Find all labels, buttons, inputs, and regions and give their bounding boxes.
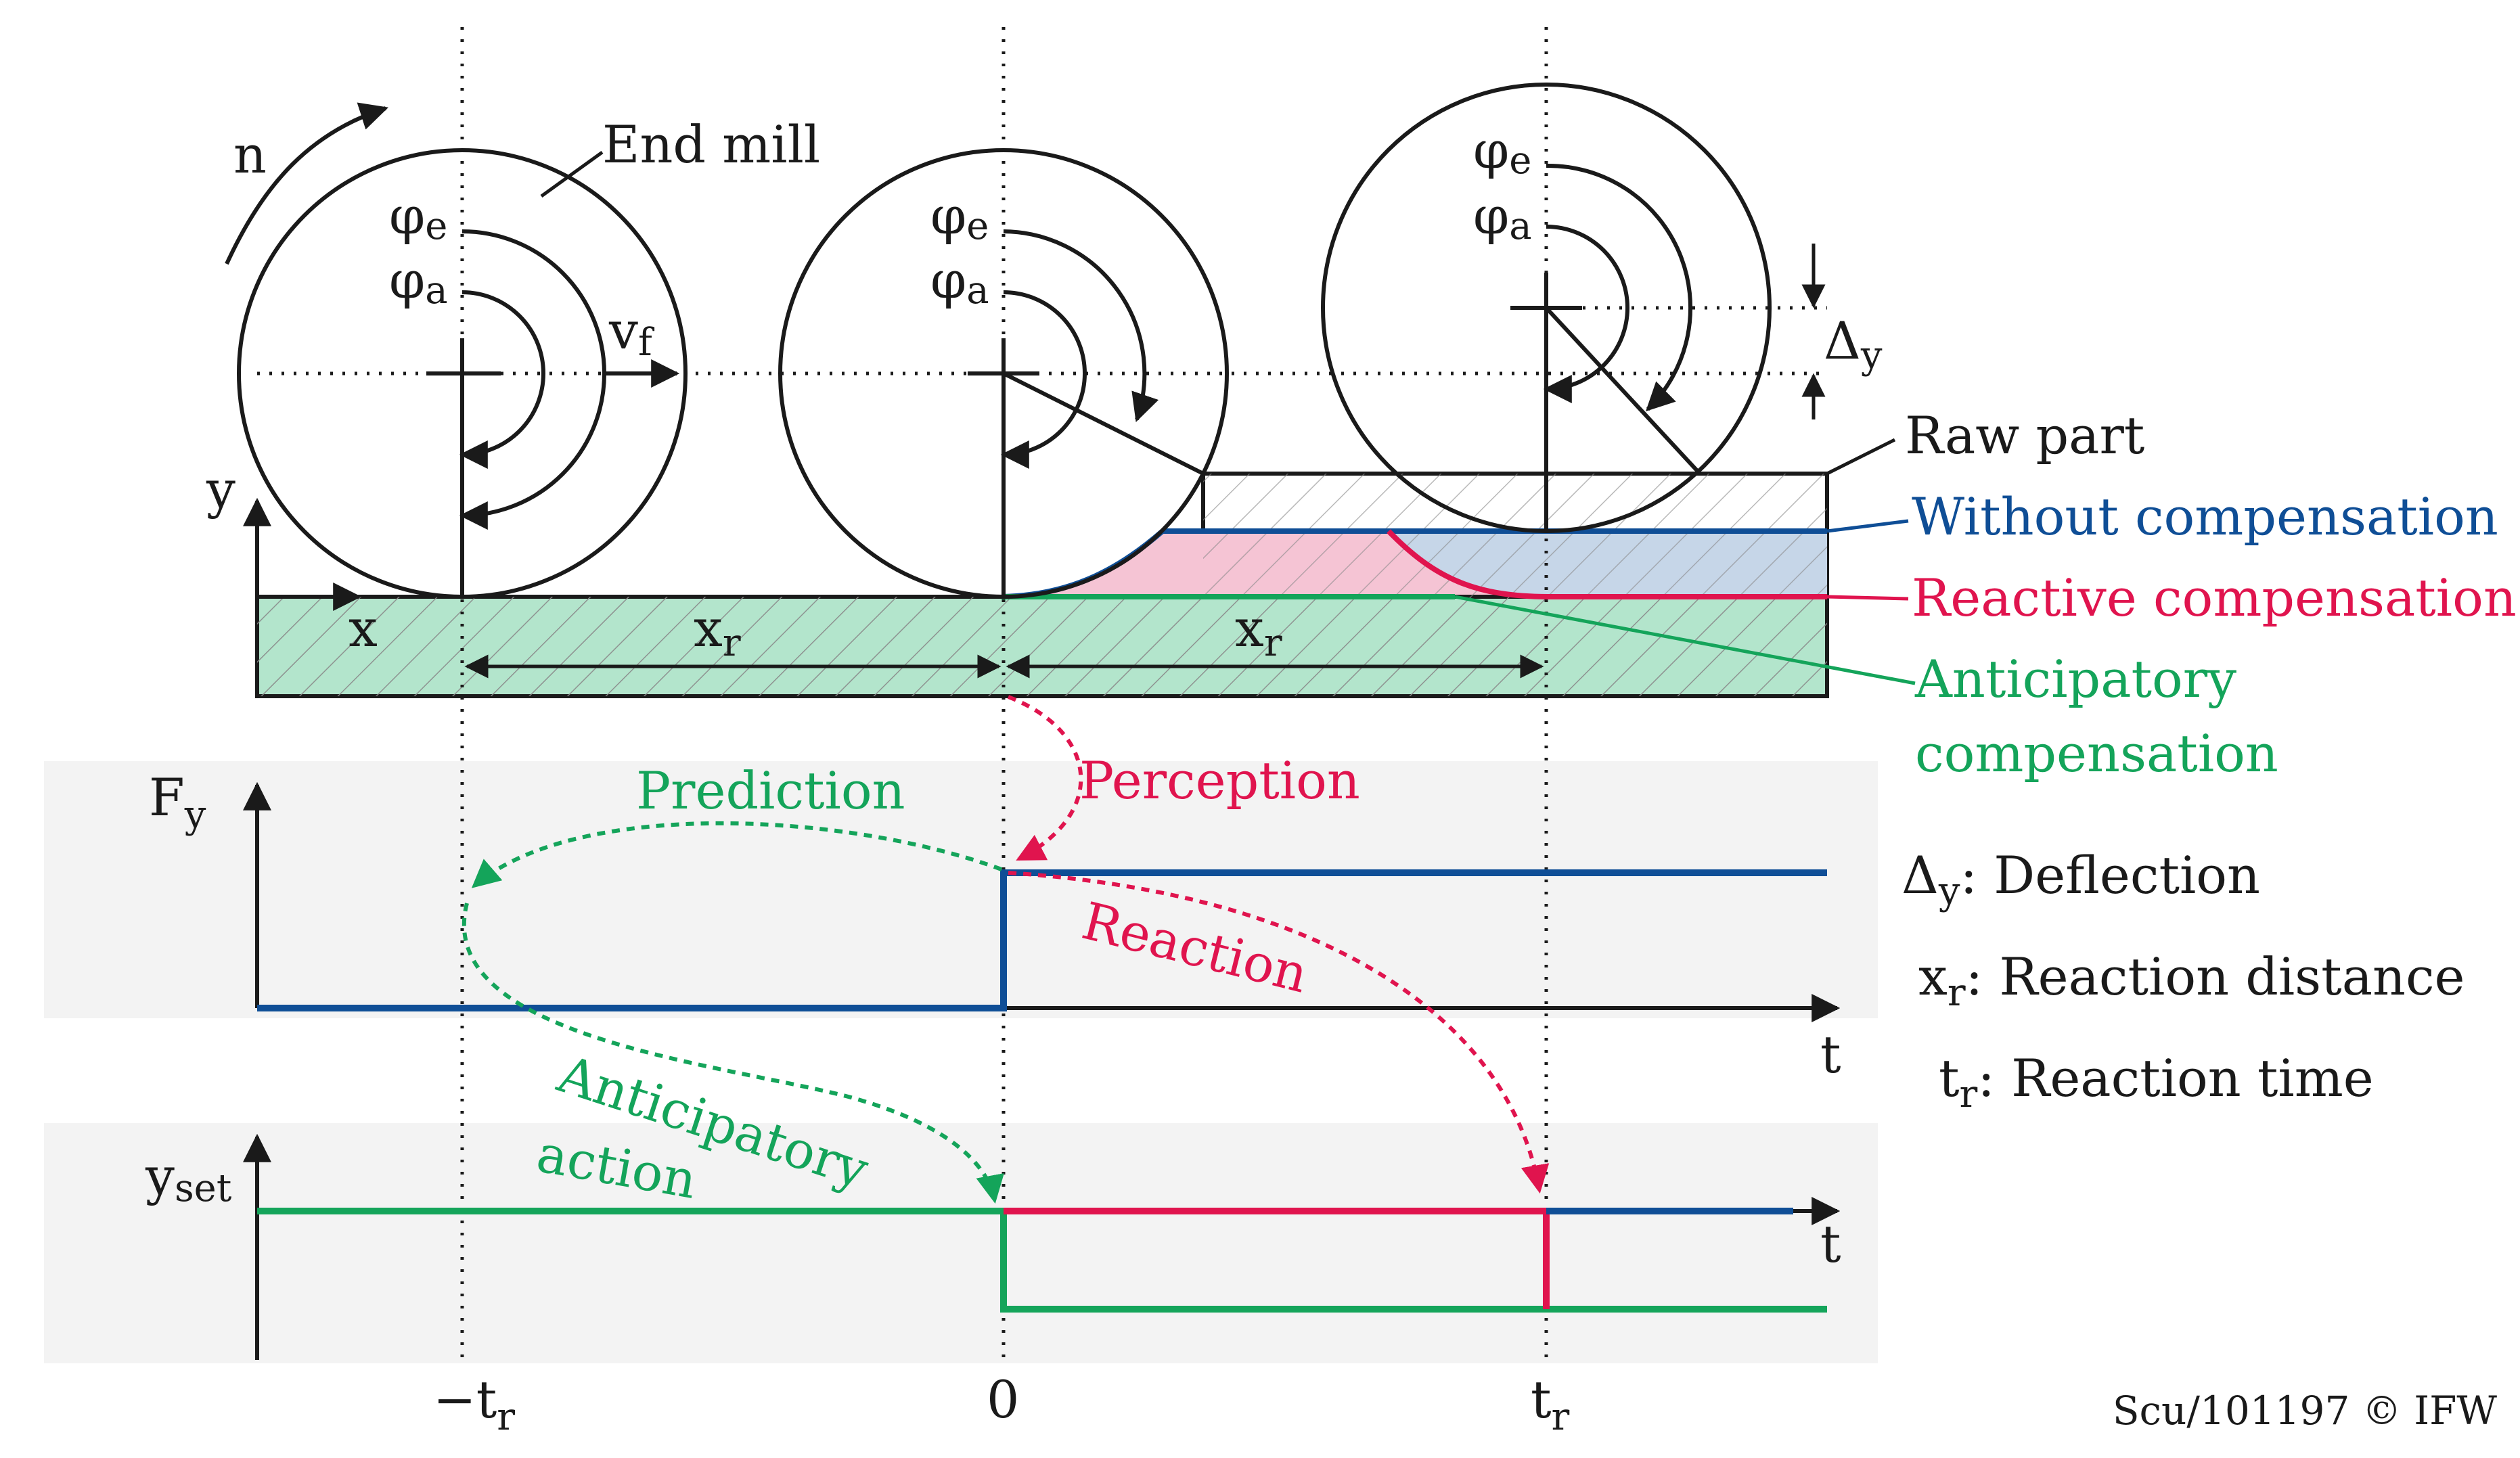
- tick-tr: tr: [1531, 1369, 1570, 1439]
- xr-label-2: xr: [1235, 598, 1282, 665]
- guide-lines: [460, 27, 1548, 1367]
- chart-yset: yset t: [145, 1133, 1841, 1360]
- raw-part-leader: [1826, 438, 1896, 476]
- prediction-label: Prediction: [636, 760, 905, 821]
- chart2-band: [44, 1123, 1878, 1363]
- end-mill-2: [778, 148, 1229, 599]
- phi-a-label-1: φa: [389, 250, 448, 313]
- chart1-band: [44, 761, 1878, 1018]
- fy-signal: [257, 869, 1827, 1011]
- end-mill-pointer: [540, 150, 604, 198]
- x-axis-label: x: [348, 598, 378, 658]
- phi-a-label-3: φa: [1473, 185, 1532, 248]
- end-mill-label: End mill: [602, 114, 820, 175]
- prediction-arrow: [471, 821, 1003, 888]
- anticipatory-compensation-label-1: Anticipatory: [1914, 649, 2236, 709]
- phi-e-label-2: φe: [930, 185, 989, 248]
- phi-e-label-1: φe: [389, 185, 447, 248]
- xr-label-1: xr: [694, 598, 741, 665]
- y-axis-label: y: [206, 459, 235, 520]
- tick-zero: 0: [987, 1369, 1019, 1430]
- reactive-leader: [1826, 595, 1909, 601]
- feed-label: vf: [608, 300, 655, 365]
- perception-label: Perception: [1079, 750, 1360, 811]
- copyright: Scu/101197 © IFW: [2113, 1388, 2498, 1434]
- reaction-arrow: [1008, 871, 1550, 1194]
- delta-y-label: Δy: [1824, 311, 1883, 378]
- phi-e-arc-2: [1003, 229, 1159, 422]
- finished-part-hatch: [257, 597, 1827, 696]
- definition-reaction-time: tr: Reaction time: [1939, 1048, 2374, 1116]
- fy-label: Fy: [149, 767, 206, 837]
- without-compensation-label: Without compensation: [1912, 486, 2498, 547]
- raw-part-hatch: [1203, 474, 1827, 597]
- phi-a-arc-3: [1543, 225, 1629, 403]
- phi-a-arc-2: [1000, 290, 1087, 469]
- phi-a-arc-1: [459, 290, 545, 469]
- perception-arrow: [1007, 695, 1083, 861]
- chart-fy: Fy t: [149, 767, 1841, 1085]
- t-label-2: t: [1820, 1214, 1841, 1274]
- phi-e-label-3: φe: [1473, 120, 1531, 183]
- definition-reaction-distance: xr: Reaction distance: [1918, 947, 2465, 1015]
- definition-deflection: Δy: Deflection: [1902, 845, 2260, 913]
- phi-a-label-2: φa: [930, 250, 989, 313]
- anticipatory-leader: [1454, 595, 1916, 685]
- raw-part-label: Raw part: [1905, 405, 2144, 465]
- workpiece: [255, 472, 1829, 698]
- without-leader: [1826, 519, 1909, 533]
- tick-minus-tr: −tr: [433, 1369, 515, 1439]
- yset-label: yset: [145, 1146, 232, 1210]
- phi-e-arc-3: [1546, 163, 1693, 411]
- anticipatory-action-arrow: [462, 903, 1004, 1204]
- reactive-surface: [1387, 529, 1827, 599]
- rotation-label: n: [233, 124, 267, 185]
- rotation-arrow: [225, 102, 389, 265]
- anticipatory-compensation-label-2: compensation: [1915, 723, 2278, 783]
- yset-anticipatory: [257, 1208, 1827, 1313]
- t-label-1: t: [1820, 1024, 1841, 1085]
- reactive-compensation-label: Reactive compensation: [1912, 568, 2517, 628]
